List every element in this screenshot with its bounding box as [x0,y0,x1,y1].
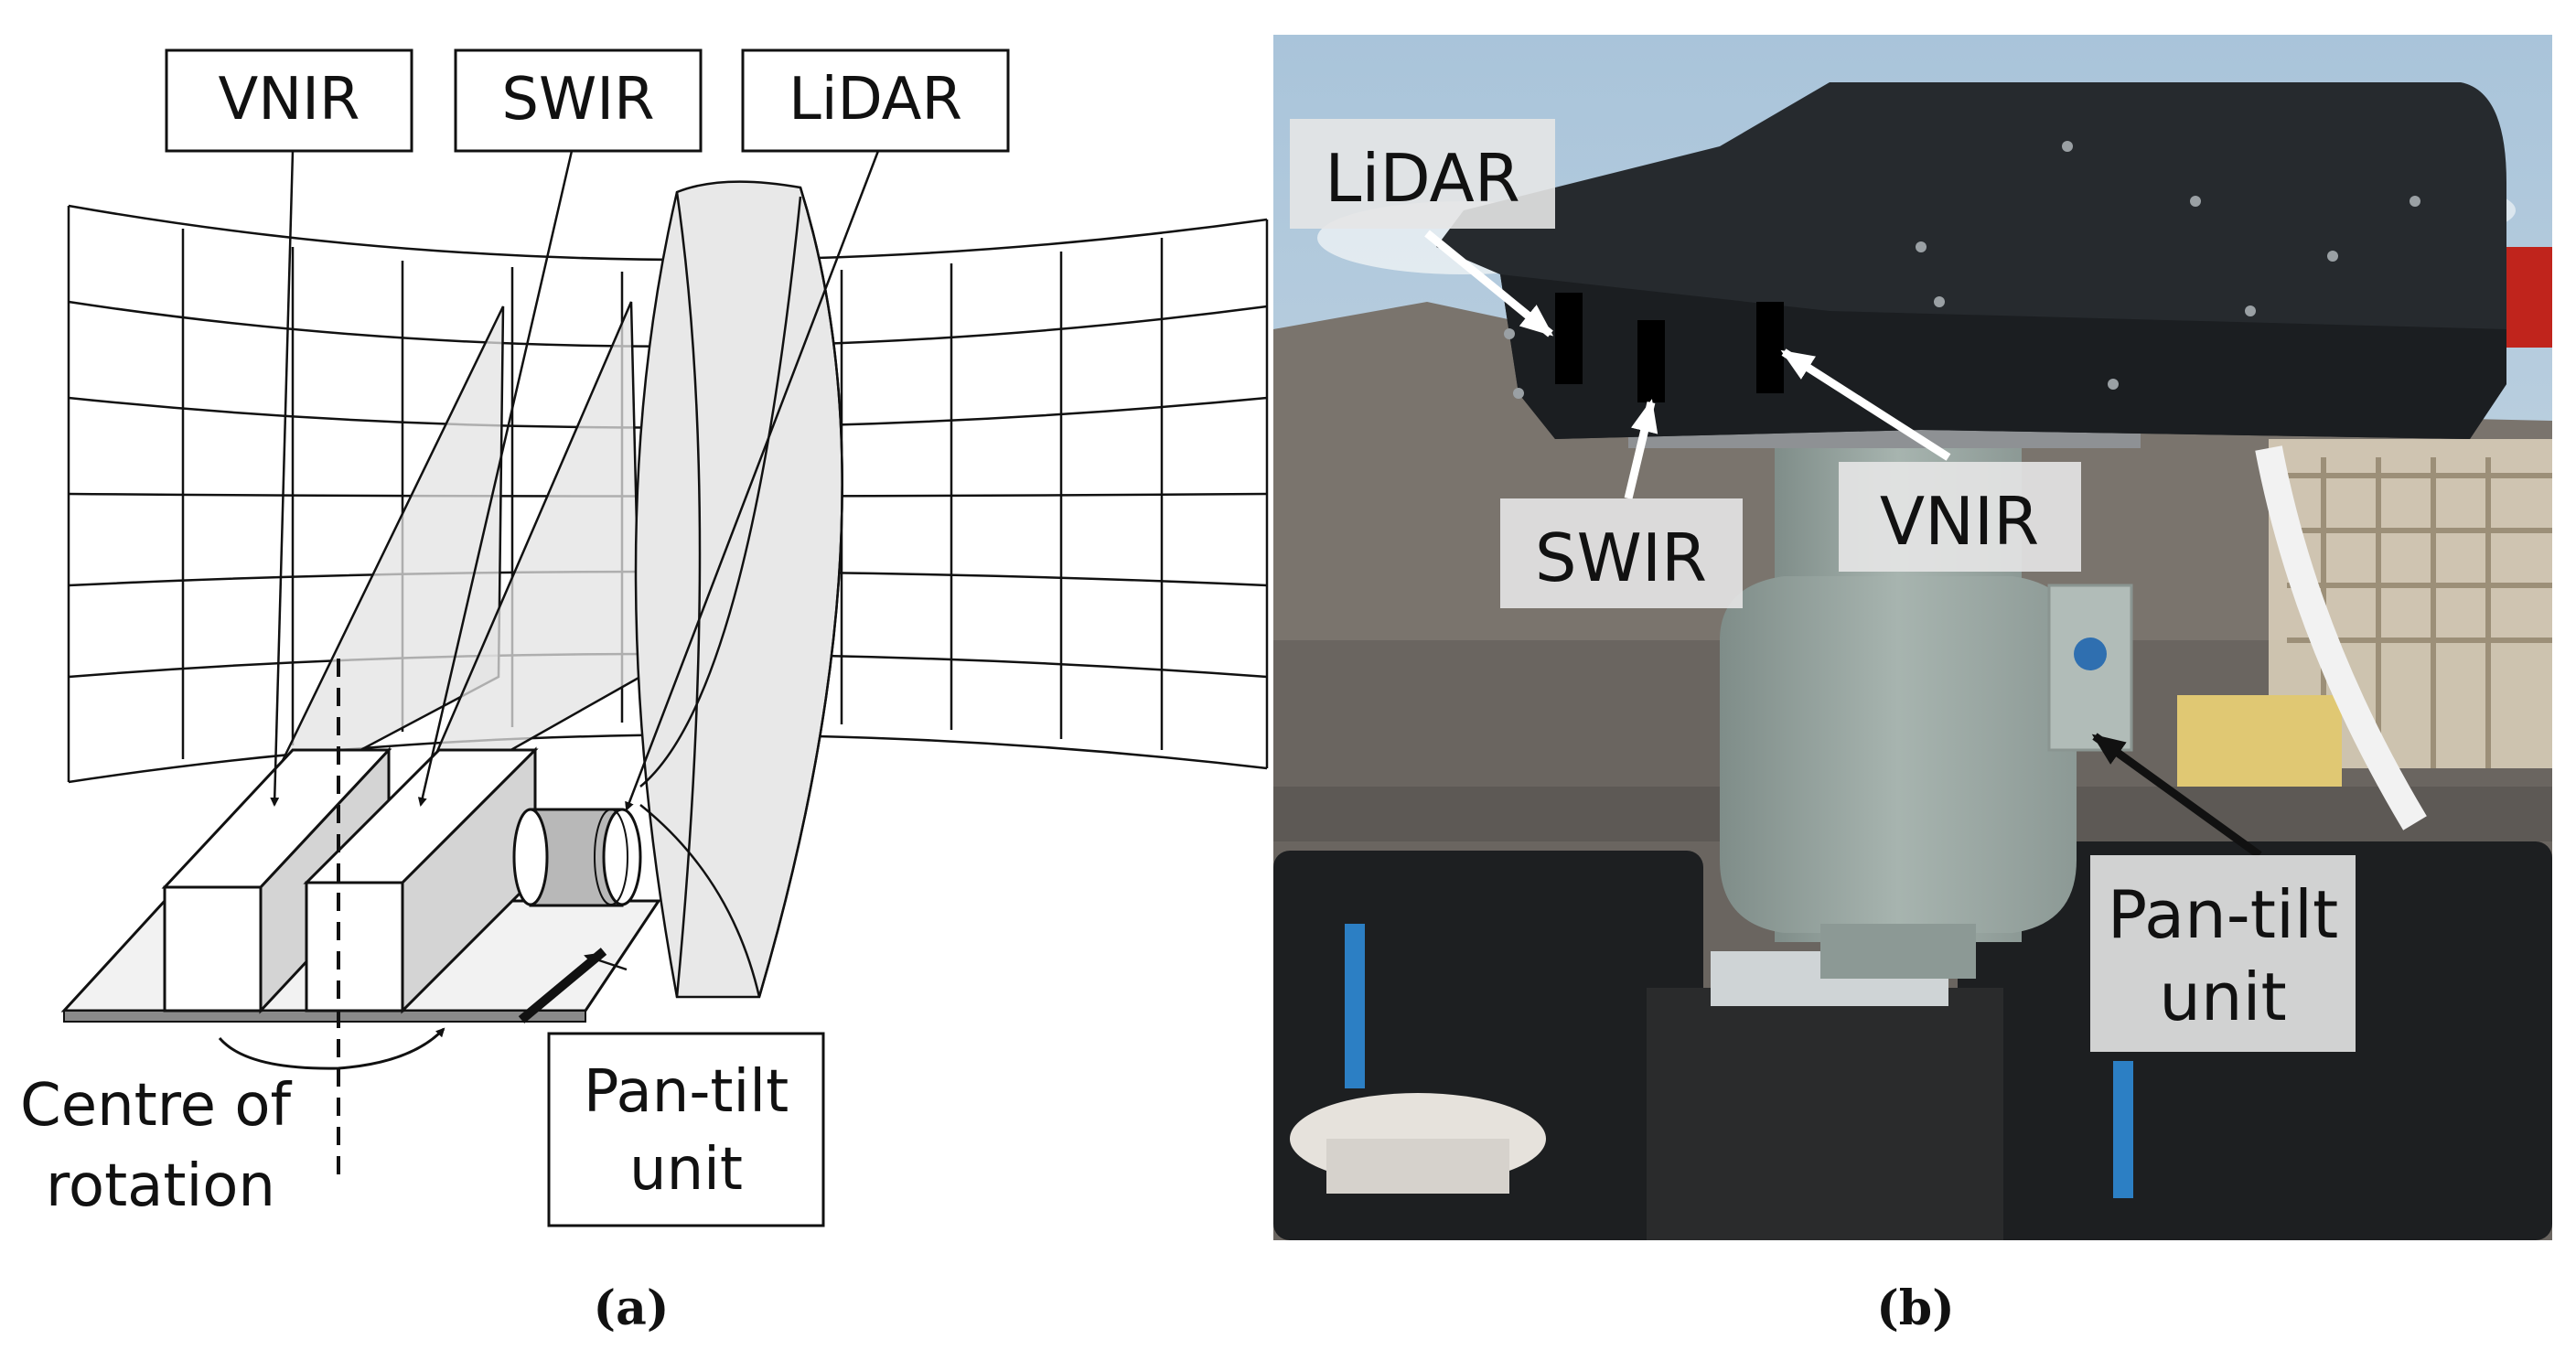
centre-label-line2: rotation [46,1152,275,1220]
pan-tilt-label-line1: Pan-tilt [584,1058,789,1126]
lidar-scan-disc [634,180,843,999]
centre-label-line1: Centre of [20,1072,293,1140]
panel-a-diagram: VNIR SWIR LiDAR Pan-tilt unit Centre of … [20,48,1269,1336]
lidar-label-a: LiDAR [741,48,1010,153]
swir-label-b-text: SWIR [1535,520,1707,596]
caption-b: (b) [1876,1280,1955,1336]
rotation-arrow [218,1027,445,1070]
lidar-label-b-text: LiDAR [1325,140,1520,217]
swir-sensor-box [303,746,539,1014]
lidar-label-text: LiDAR [789,66,962,134]
pan-tilt-label-b-line2: unit [2159,959,2287,1035]
cable [2255,445,2427,830]
lidar-sensor-cylinder [512,808,642,907]
swir-label-a: SWIR [454,48,703,153]
vnir-label-a: VNIR [165,48,413,153]
pan-tilt-label-line2: unit [629,1136,743,1204]
pan-tilt-label-a: Pan-tilt unit [547,1032,825,1227]
pan-tilt-label-b: Pan-tilt unit [2090,855,2356,1052]
lidar-label-b: LiDAR [1290,119,1555,229]
vnir-label-b: VNIR [1839,462,2081,572]
centre-of-rotation-label: Centre of rotation [20,1072,293,1220]
sensor-housing [1436,82,2506,439]
pan-tilt-label-b-line1: Pan-tilt [2108,876,2338,953]
vnir-label-b-text: VNIR [1880,483,2039,560]
panel-b-photo: LiDAR SWIR VNIR Pan-tilt unit (b) [1273,35,2552,1336]
vnir-label-text: VNIR [219,66,360,134]
swir-label-b: SWIR [1500,498,1743,608]
label-leaders-a [270,150,880,971]
mounting-stand [1647,988,2003,1240]
caption-a: (a) [594,1280,670,1336]
label-leaders-b [1424,230,2262,859]
swir-label-text: SWIR [501,66,654,134]
